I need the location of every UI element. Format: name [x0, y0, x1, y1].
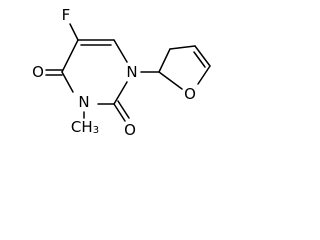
bond-c5prime-o: [197, 65, 211, 85]
methyl-subscript: 3: [93, 125, 99, 136]
bond-c2prime-c3prime: [158, 48, 171, 73]
chemical-structure-diagram: F O N CH3 O N O: [32, 6, 211, 139]
bond-c4prime-c5prime-inner: [193, 51, 206, 68]
bond-c2-o-1: [113, 103, 126, 122]
bond-n3-c4: [61, 71, 74, 93]
carbonyl-oxygen-c4-label: O: [32, 63, 44, 81]
bond-n1-c2: [113, 81, 128, 105]
bond-c2-o-2: [117, 100, 130, 119]
bond-c3prime-c4prime: [169, 45, 196, 50]
methyl-ch-text: CH: [71, 118, 93, 136]
bond-c5-f: [69, 23, 79, 41]
substituent-bonds: [45, 23, 160, 122]
nitrogen-n3-label: N: [78, 93, 89, 111]
fluorine-label: F: [62, 6, 71, 24]
nitrogen-n1-label: N: [126, 63, 137, 81]
bond-c4prime-c5prime: [194, 45, 211, 67]
bond-c6-n1: [113, 39, 128, 63]
bond-c4-c5: [61, 39, 79, 73]
pyrimidine-ring: [61, 39, 128, 105]
methyl-label: CH3: [71, 118, 99, 136]
ring-oxygen-label: O: [184, 85, 196, 103]
bond-o-c2prime: [158, 71, 183, 90]
carbonyl-oxygen-c2-label: O: [124, 121, 136, 139]
dihydrofuran-ring: [158, 45, 211, 90]
